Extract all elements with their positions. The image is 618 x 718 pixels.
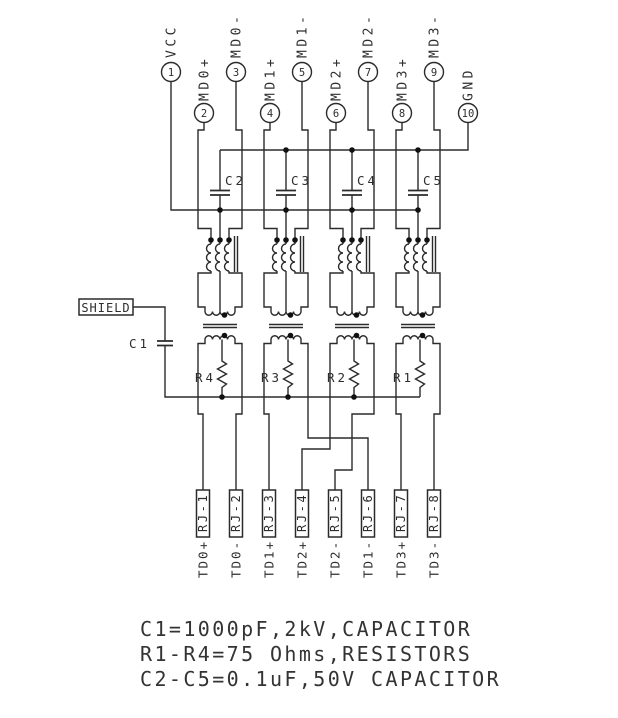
rj-pin-label: RJ-6	[361, 493, 375, 532]
pin-number: 5	[299, 67, 305, 79]
td-signal-label: TD1+	[262, 540, 277, 578]
res-label: R2	[327, 370, 348, 385]
pin-label: MD1+	[264, 56, 279, 101]
note-line-1: C1=1000pF,2kV,CAPACITOR	[140, 617, 472, 641]
pin-10-circle	[457, 102, 479, 124]
cap-label: C5	[423, 173, 444, 188]
note-line-2: R1-R4=75 Ohms,RESISTORS	[140, 642, 472, 666]
pin-number: 2	[201, 108, 207, 120]
pin-label: MD0-	[230, 13, 245, 58]
rj-pin-label: RJ-5	[328, 493, 342, 532]
cap-label: C3	[291, 173, 312, 188]
shield-label: SHIELD	[81, 301, 130, 315]
pin-label: MD3-	[428, 13, 443, 58]
pin-number: 7	[365, 67, 371, 79]
td-signal-label: TD1-	[361, 540, 376, 578]
rj-pin-label: RJ-2	[229, 493, 243, 532]
res-label: R4	[195, 370, 216, 385]
pin-label: MD3+	[396, 56, 411, 101]
shield-wire	[133, 306, 166, 341]
pin-number: 1	[168, 67, 174, 79]
vcc-bus	[170, 81, 418, 211]
pin-number: 4	[267, 108, 273, 120]
junction-dots	[217, 147, 421, 400]
gnd-bus	[220, 122, 469, 151]
cap-label: C4	[357, 173, 378, 188]
pin-label: MD1-	[296, 13, 311, 58]
pin-label: GND	[462, 67, 477, 101]
td-signal-label: TD0-	[229, 540, 244, 578]
rj-pin-label: RJ-8	[427, 493, 441, 532]
res-label: R3	[261, 370, 282, 385]
pin-number: 9	[431, 67, 437, 79]
pin-number: 3	[233, 67, 239, 79]
rj-pin-label: RJ-7	[394, 493, 408, 532]
pin-label: MD2+	[330, 56, 345, 101]
pin-number: 6	[333, 108, 339, 120]
cap-label: C2	[225, 173, 246, 188]
td-signal-label: TD3-	[427, 540, 442, 578]
rj-pin-label: RJ-4	[295, 493, 309, 532]
c1-capacitor	[157, 340, 173, 347]
pin-number: 8	[399, 108, 405, 120]
pin-label: MD0+	[198, 56, 213, 101]
pin-label: VCC	[165, 24, 180, 58]
termination-bus	[164, 345, 420, 398]
rj-pin-label: RJ-1	[196, 493, 210, 532]
td-signal-label: TD0+	[196, 540, 211, 578]
rj-pin-label: RJ-3	[262, 493, 276, 532]
pin-label: MD2-	[362, 13, 377, 58]
rj-routing	[197, 410, 441, 490]
note-line-3: C2-C5=0.1uF,50V CAPACITOR	[140, 667, 501, 691]
td-signal-label: TD2-	[328, 540, 343, 578]
td-signal-label: TD3+	[394, 540, 409, 578]
pin-1-circle	[160, 61, 182, 83]
td-signal-label: TD2+	[295, 540, 310, 578]
c1-label: C1	[129, 336, 150, 351]
res-label: R1	[393, 370, 414, 385]
pin-number: 10	[462, 108, 475, 120]
